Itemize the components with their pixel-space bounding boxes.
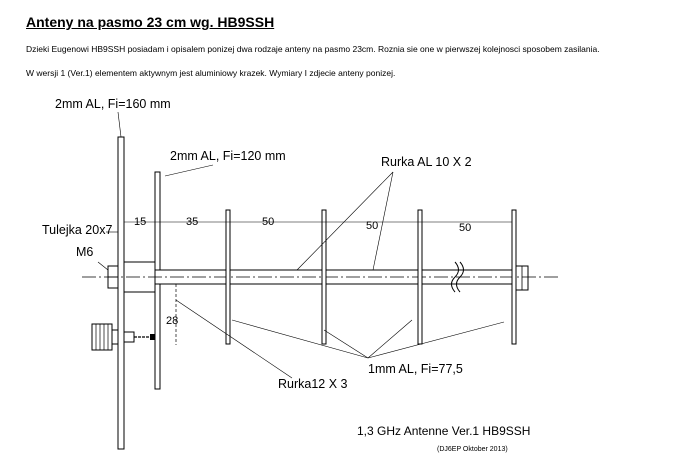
drawing-credit: (DJ6EP Oktober 2013) <box>437 446 508 453</box>
page-title: Anteny na pasmo 23 cm wg. HB9SSH <box>26 14 275 30</box>
sleeve-label: Tulejka 20x7 <box>42 223 112 237</box>
director-1 <box>225 209 231 345</box>
dimension-50-b: 50 <box>366 220 378 232</box>
tube-label: Rurka12 X 3 <box>278 377 348 391</box>
director-3 <box>417 209 423 345</box>
intro-paragraph: Dzieki Eugenowi HB9SSH posiadam i opisal… <box>26 44 600 54</box>
dimension-50-c: 50 <box>459 222 471 234</box>
director-2 <box>321 209 327 345</box>
director-4 <box>511 209 517 345</box>
drawing-caption: 1,3 GHz Antenne Ver.1 HB9SSH <box>357 424 530 438</box>
reflector-plate <box>117 136 125 450</box>
dimension-35: 35 <box>186 216 198 228</box>
boom-label: Rurka AL 10 X 2 <box>381 155 472 169</box>
feed-connector <box>91 323 113 351</box>
version-paragraph: W wersji 1 (Ver.1) elementem aktywnym je… <box>26 68 396 78</box>
radiator-label: 2mm AL, Fi=120 mm <box>170 149 286 163</box>
dimension-50-a: 50 <box>262 216 274 228</box>
dimension-28: 28 <box>166 315 178 327</box>
directors-label: 1mm AL, Fi=77,5 <box>368 362 463 376</box>
dimension-15: 15 <box>134 216 146 228</box>
m6-label: M6 <box>76 245 93 259</box>
reflector-label: 2mm AL, Fi=160 mm <box>55 97 171 111</box>
